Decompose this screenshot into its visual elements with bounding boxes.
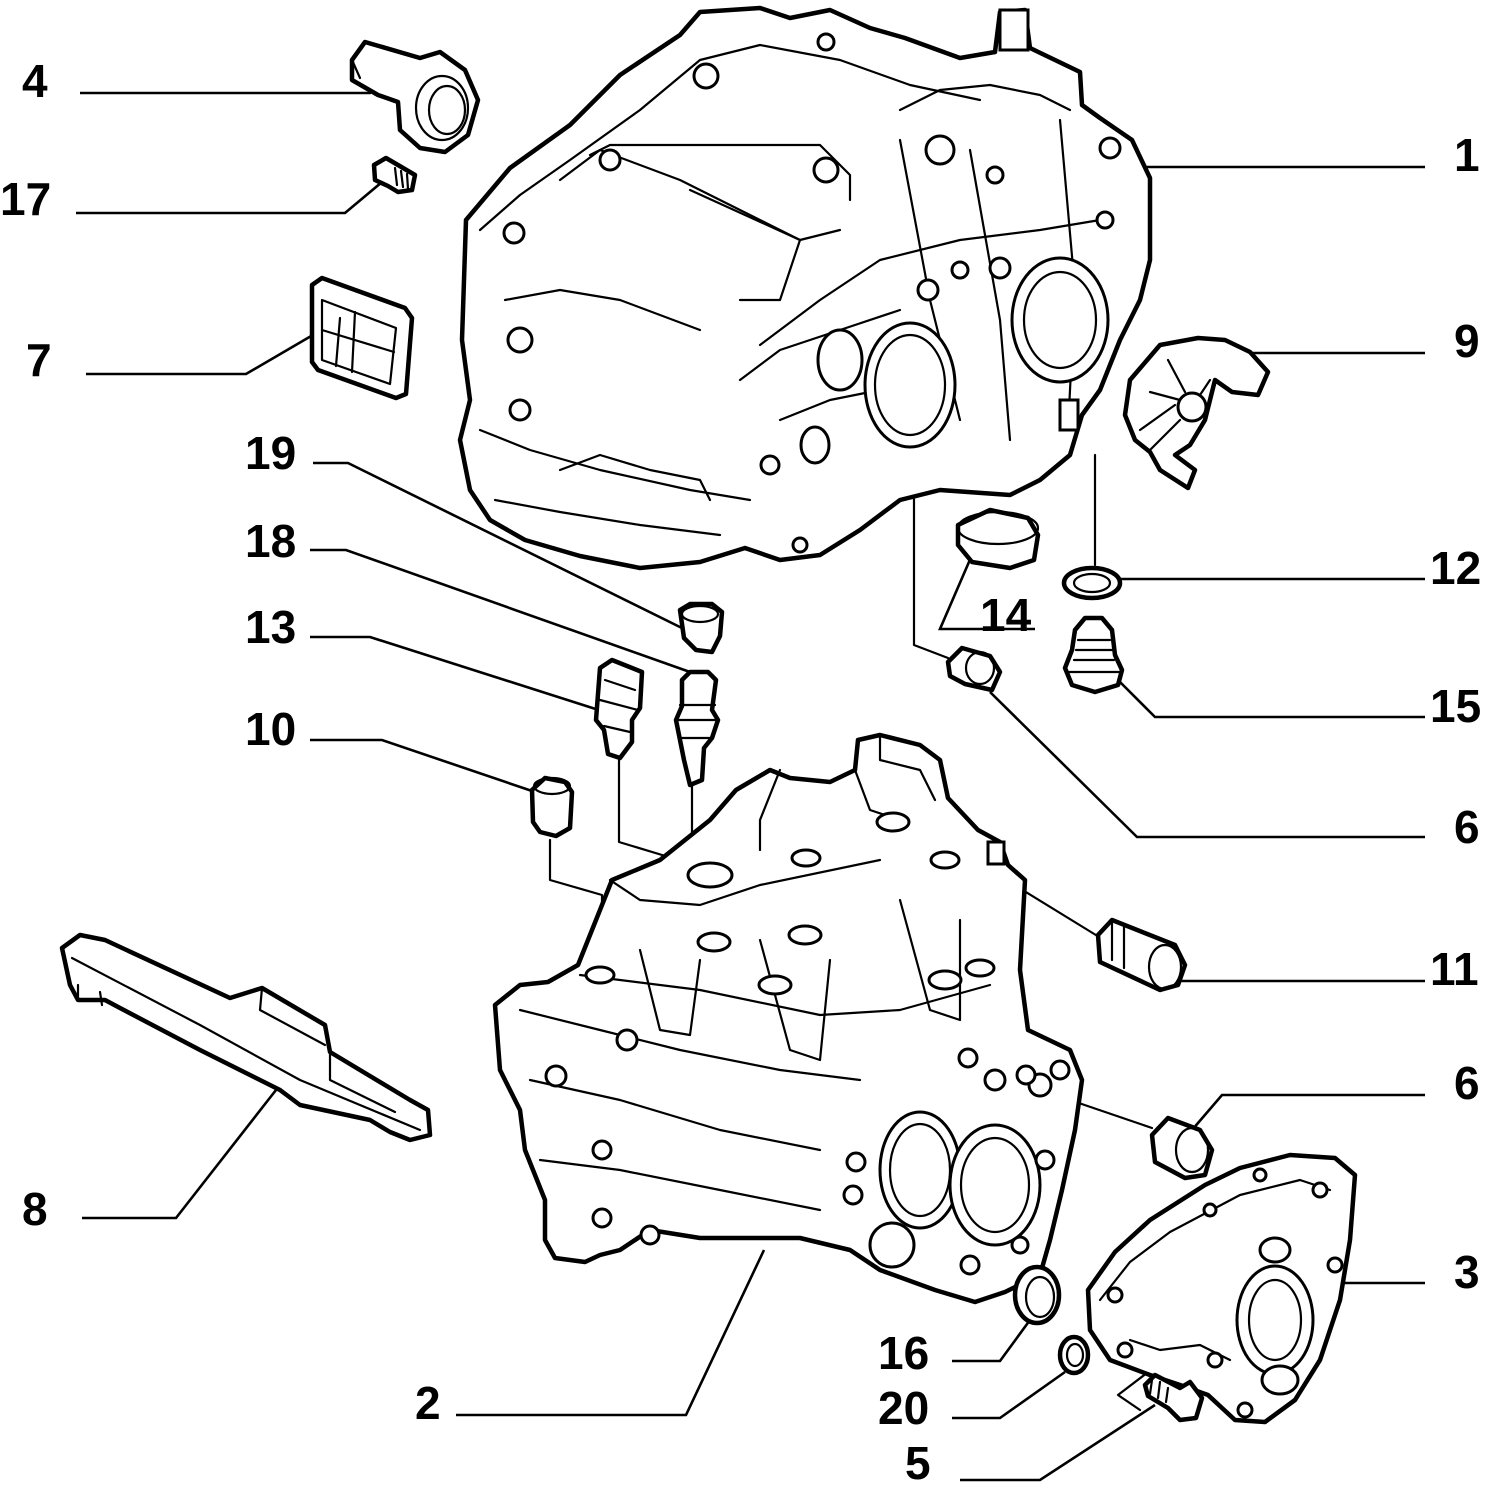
callout-12: 12 [1430,542,1482,594]
leader-8 [82,1089,278,1220]
leader-lines [76,68,1425,1482]
leader-7 [86,330,319,376]
part-20-oring [1057,1334,1091,1376]
leader-5 [960,1403,1156,1482]
leader-6a [989,691,1425,839]
part-17-bolt [371,155,418,195]
part-1-clutch-housing [457,5,1153,571]
callout-20: 20 [878,1382,930,1434]
callout-6-upper: 6 [1454,801,1480,853]
callout-15: 15 [1430,680,1482,732]
part-5-screw [1142,1372,1205,1423]
part-12-washer [1061,565,1123,601]
callout-11: 11 [1430,943,1479,995]
callout-14: 14 [980,589,1032,641]
callout-10: 10 [245,703,297,755]
leader-13 [310,635,606,714]
callout-7: 7 [26,334,52,386]
callout-1: 1 [1454,129,1480,181]
leader-17 [76,181,383,215]
callout-2: 2 [415,1377,441,1429]
part-11-bush [1095,917,1188,993]
callout-16: 16 [878,1327,930,1379]
callout-6-lower: 6 [1454,1057,1480,1109]
leader-10 [310,738,536,794]
part-6-dowel-lower [1149,1115,1215,1181]
callout-17: 17 [0,173,52,225]
callout-18: 18 [245,515,297,567]
callout-19: 19 [245,427,297,479]
part-13-switch [593,657,645,761]
part-10-bush [529,775,575,839]
part-2-gearbox-housing [492,732,1085,1305]
part-6-dowel-upper [945,645,1003,693]
part-19-cap [677,601,725,655]
leader-20 [952,1370,1066,1420]
part-14-cap [955,507,1041,571]
leader-18 [310,548,691,674]
callout-3: 3 [1454,1246,1480,1298]
callout-4: 4 [22,55,48,107]
callout-13: 13 [245,601,297,653]
leader-14 [938,554,1035,631]
leader-15 [1117,679,1425,719]
leader-2 [456,1249,766,1417]
part-3-end-cover [1085,1152,1358,1425]
part-15-drain-plug [1062,615,1125,695]
part-18-sensor [673,669,721,788]
part-16-seal [1012,1264,1062,1326]
part-4-guide-sleeve [349,39,481,155]
callout-8: 8 [22,1183,48,1235]
part-7-filter [309,275,415,401]
part-8-oil-trough [59,932,433,1143]
leader-16 [952,1319,1032,1363]
leader-19 [313,461,691,634]
leader-6b [1191,1093,1425,1131]
callout-5: 5 [905,1437,931,1489]
callout-9: 9 [1454,315,1480,367]
part-9-deflector [1122,335,1271,491]
